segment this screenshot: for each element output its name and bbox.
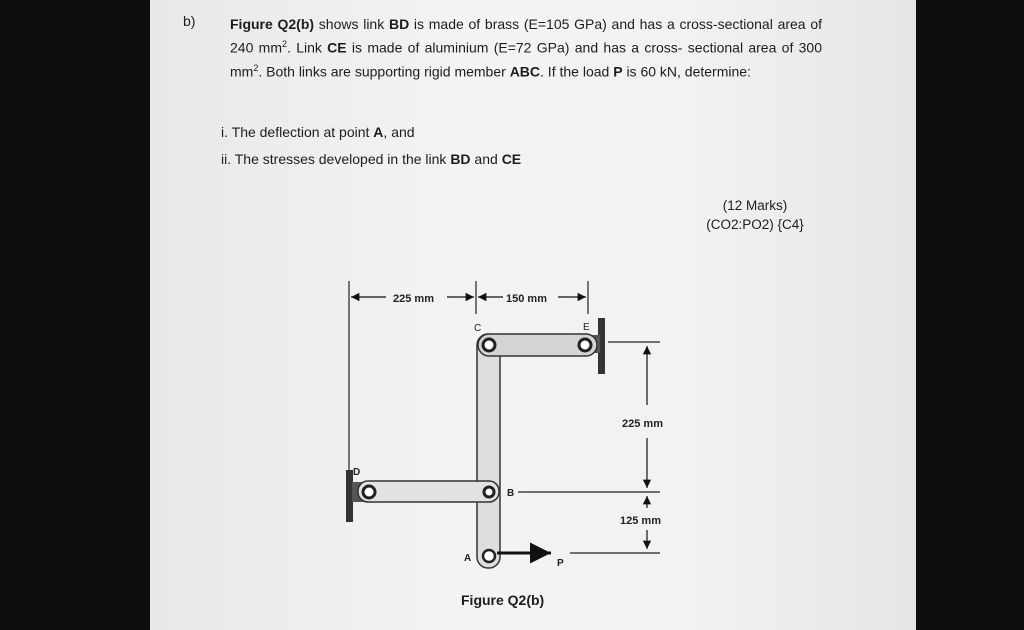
dim-label-125: 125 mm bbox=[620, 515, 661, 527]
dim-label-150: 150 mm bbox=[506, 293, 547, 305]
pin-d bbox=[361, 484, 377, 500]
pin-c bbox=[481, 337, 497, 353]
marks-label: (12 Marks) bbox=[722, 198, 788, 213]
label-d: D bbox=[353, 467, 360, 478]
link-ce bbox=[477, 333, 598, 357]
label-c: C bbox=[474, 323, 481, 334]
pin-b bbox=[482, 485, 496, 499]
item-i: i. The deflection at point A, and bbox=[221, 124, 415, 140]
figure-caption: Figure Q2(b) bbox=[461, 592, 545, 608]
question-label: b) bbox=[183, 13, 196, 29]
pin-a bbox=[481, 548, 497, 564]
label-a: A bbox=[464, 553, 471, 564]
document-page bbox=[150, 0, 916, 630]
co-po-label: (CO2:PO2) {C4} bbox=[706, 217, 804, 232]
dim-label-225-top: 225 mm bbox=[393, 293, 434, 305]
item-ii: ii. The stresses developed in the link B… bbox=[221, 151, 522, 167]
dim-label-225-right: 225 mm bbox=[622, 418, 663, 430]
label-e: E bbox=[583, 322, 590, 333]
rigid-member-abc bbox=[476, 333, 501, 569]
wall-support-d bbox=[346, 470, 353, 522]
pin-e bbox=[577, 337, 593, 353]
figure-ref: Figure Q2(b) bbox=[230, 16, 315, 32]
wall-support-e bbox=[598, 318, 605, 374]
label-b: B bbox=[507, 488, 514, 499]
link-bd bbox=[357, 480, 500, 503]
question-text: Figure Q2(b) shows link BD is made of br… bbox=[230, 16, 823, 80]
label-p: P bbox=[557, 558, 564, 569]
